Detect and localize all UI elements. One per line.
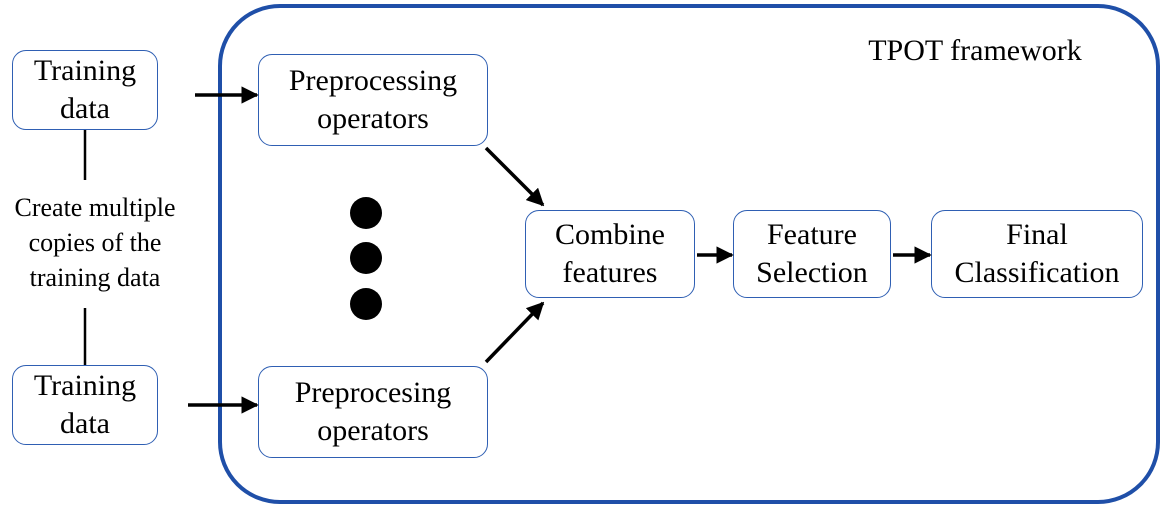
preprocessing-operators-top-box: Preprocessing operators xyxy=(258,54,488,146)
training-data-top-label: Training data xyxy=(33,54,137,125)
ellipsis-dot-1 xyxy=(350,197,382,229)
final-classification-label: Final Classification xyxy=(954,218,1120,289)
copies-note: Create multiple copies of the training d… xyxy=(14,193,176,292)
preprocessing-top-label: Preprocessing operators xyxy=(288,64,458,135)
training-data-top-box: Training data xyxy=(12,50,158,130)
feature-selection-label: Feature Selection xyxy=(756,218,868,289)
ellipsis-dot-3 xyxy=(350,288,382,320)
feature-selection-box: Feature Selection xyxy=(733,210,891,298)
training-data-bottom-box: Training data xyxy=(12,365,158,445)
tpot-framework-frame xyxy=(218,4,1160,504)
preprocessing-operators-bottom-box: Preprocesing operators xyxy=(258,366,488,458)
ellipsis-dot-2 xyxy=(350,242,382,274)
preprocessing-bottom-label: Preprocesing operators xyxy=(294,376,452,447)
combine-features-box: Combine features xyxy=(525,210,695,298)
combine-features-label: Combine features xyxy=(555,218,665,289)
final-classification-box: Final Classification xyxy=(931,210,1143,298)
training-data-bottom-label: Training data xyxy=(33,369,137,440)
arrow-preprocessing-top-to-combine xyxy=(484,146,545,207)
arrow-preprocessing-bottom-to-combine xyxy=(484,301,545,364)
framework-label: TPOT framework xyxy=(868,34,1082,67)
